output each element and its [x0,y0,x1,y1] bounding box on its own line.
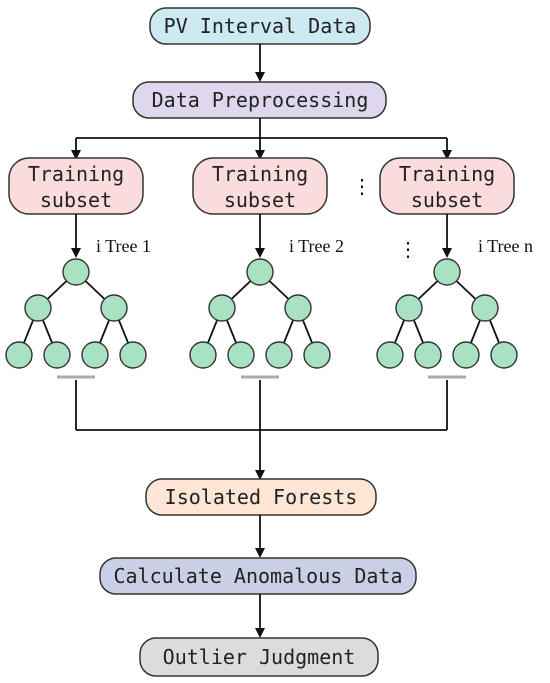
tree-node [265,341,293,369]
training-subset-n: Training subset [379,157,515,215]
tree-1-label: i Tree 1 [96,236,151,256]
tree-ellipsis: ⋮ [398,239,418,261]
tree-2 [189,258,331,379]
tree-node [246,258,274,286]
data-preprocessing-node: Data Preprocessing [132,81,387,119]
tree-2-label: i Tree 2 [289,236,344,256]
tree-node [43,341,71,369]
training-subset-1-line2: subset [40,188,112,212]
training-subset-2-line2: subset [224,188,296,212]
pv-interval-data-node: PV Interval Data [149,7,371,45]
tree-node [24,294,52,322]
tree-node [284,294,312,322]
training-subset-n-line2: subset [411,188,483,212]
tree-node [227,341,255,369]
training-subset-1-line1: Training [28,162,124,186]
training-subset-2: Training subset [192,157,328,215]
split-connectors [71,118,452,160]
tree-node [81,341,109,369]
tree-node [5,341,33,369]
tree-n-label: i Tree n [478,236,533,256]
trees-group [5,258,518,379]
data-preprocessing-label: Data Preprocessing [152,88,369,112]
tree-node [303,341,331,369]
subset-ellipsis: ⋮ [352,176,372,198]
isolated-forests-node: Isolated Forests [145,478,377,516]
training-subset-n-line1: Training [399,162,495,186]
tree-node [452,341,480,369]
tree-node [395,294,423,322]
training-subset-1: Training subset [8,157,144,215]
tree-1 [5,258,147,379]
merge-connectors [75,380,448,480]
tree-node [433,258,461,286]
isolated-forests-label: Isolated Forests [165,485,358,509]
tree-node [189,341,217,369]
calculate-anomalous-label: Calculate Anomalous Data [114,564,403,588]
training-subset-2-line1: Training [212,162,308,186]
tree-node [490,341,518,369]
calculate-anomalous-node: Calculate Anomalous Data [99,557,417,595]
tree-3 [376,258,518,379]
tree-node [208,294,236,322]
outlier-judgment-label: Outlier Judgment [163,645,356,669]
pv-interval-data-label: PV Interval Data [164,14,357,38]
tree-node [119,341,147,369]
outlier-judgment-node: Outlier Judgment [139,637,379,677]
tree-node [471,294,499,322]
tree-node [414,341,442,369]
tree-node [100,294,128,322]
tree-node [376,341,404,369]
tree-node [62,258,90,286]
